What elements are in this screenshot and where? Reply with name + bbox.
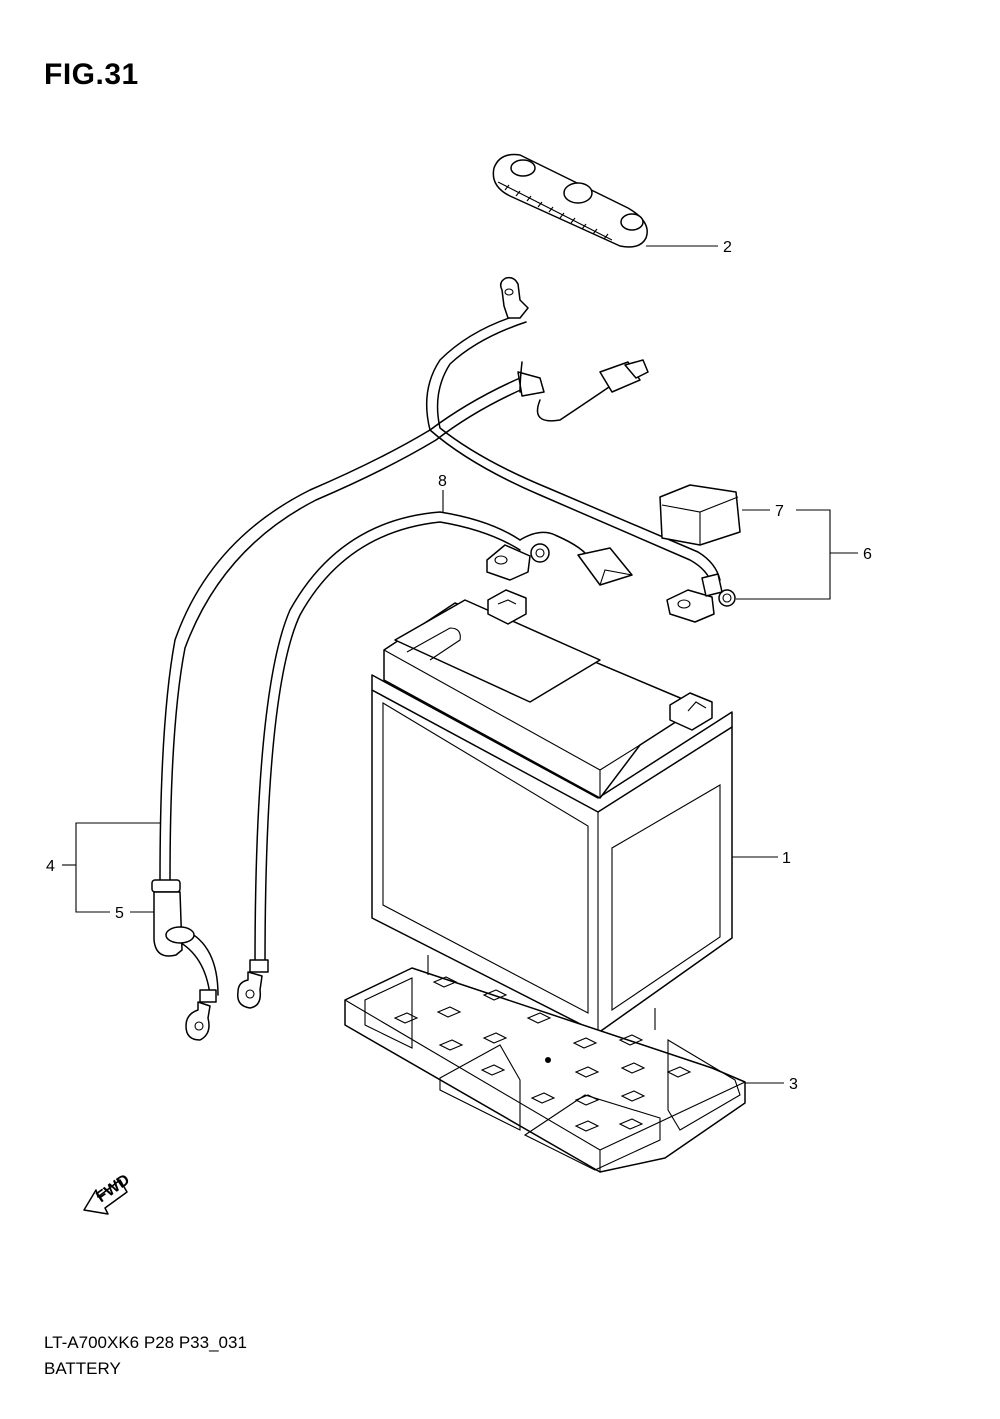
figure-title: FIG.31 <box>44 58 139 91</box>
callout-6: 6 <box>863 546 872 563</box>
callout-5: 5 <box>115 905 124 922</box>
figure-name: BATTERY <box>44 1359 121 1378</box>
callout-2: 2 <box>723 239 732 256</box>
battery-cable-positive <box>237 511 633 1009</box>
callout-3: 3 <box>789 1076 798 1093</box>
callout-7: 7 <box>775 503 784 520</box>
terminal-cover-strip <box>492 153 648 248</box>
forward-arrow-icon: FWD <box>83 1171 133 1215</box>
model-code: LT-A700XK6 P28 P33_031 <box>44 1333 247 1352</box>
battery-tray <box>344 955 746 1173</box>
callout-8: 8 <box>438 473 447 490</box>
battery-cable-main-harness <box>425 276 736 623</box>
callout-4: 4 <box>46 858 55 875</box>
callout-1: 1 <box>782 850 791 867</box>
terminal-cap <box>659 484 741 546</box>
battery <box>371 589 733 1034</box>
leader-lines <box>62 245 858 1084</box>
battery-cable-negative <box>151 377 526 1041</box>
